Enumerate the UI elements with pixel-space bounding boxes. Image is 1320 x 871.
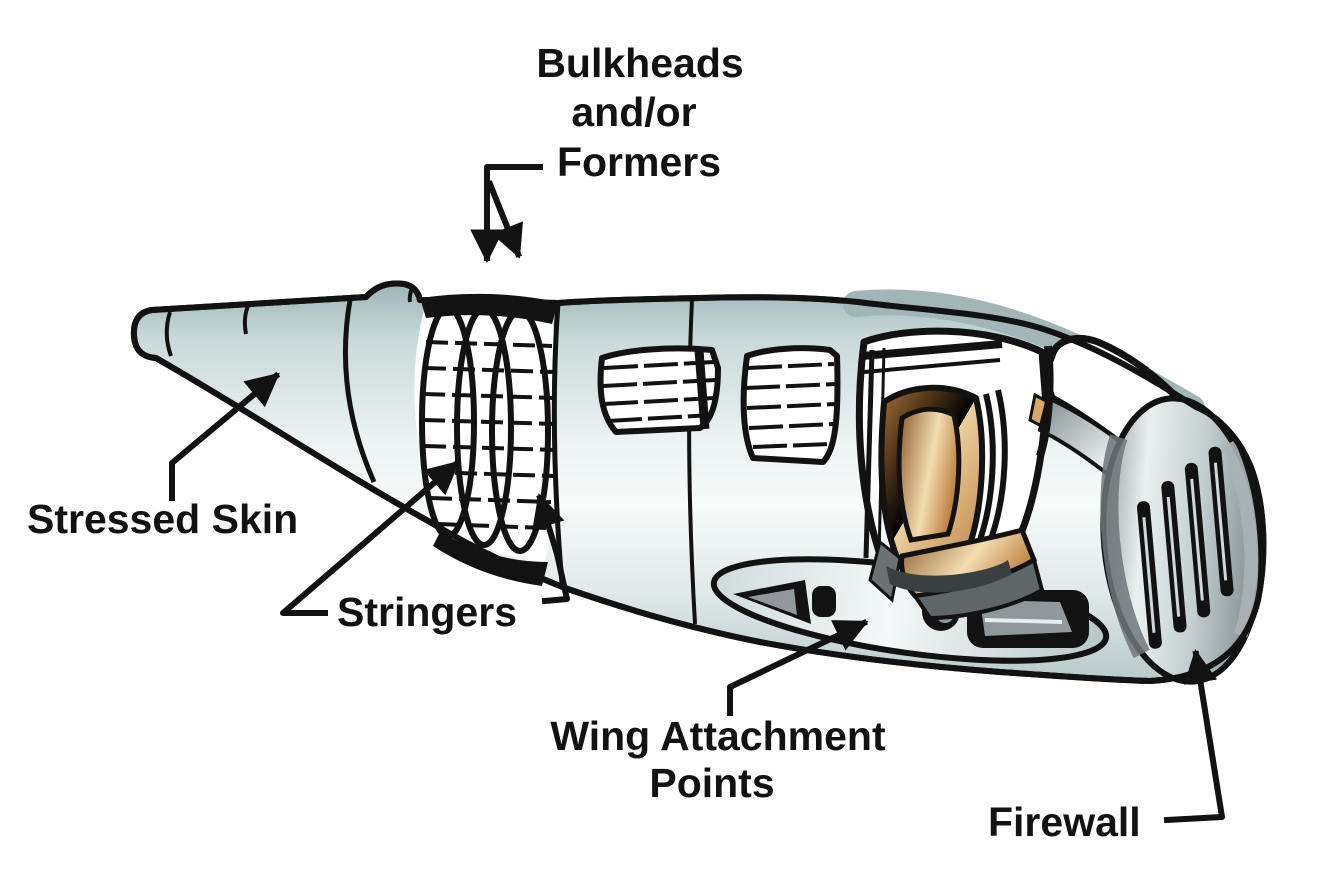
label-bulkheads-line1: Bulkheads [536, 40, 743, 86]
formers-arrow-left [470, 164, 543, 264]
cutaway-bottom-frame [433, 532, 548, 586]
fuselage-outline [130, 280, 1267, 684]
door-sill-shadow [886, 560, 1012, 593]
firewall-left-shade [1100, 434, 1150, 659]
stringer-window-b [740, 345, 841, 465]
formers-arrow-right [486, 180, 523, 259]
seat-bolster-2 [986, 389, 1008, 546]
wing-attach-slot-left-inner [748, 589, 797, 615]
label-stressed-skin: Stressed Skin [27, 496, 298, 542]
firewall-arrow [1163, 649, 1225, 824]
seat-bolster-1 [974, 393, 996, 550]
tail-bulkhead-seam [342, 299, 377, 484]
label-stringers: Stringers [337, 589, 517, 635]
stringers-arrow-right [532, 493, 570, 605]
label-wing-attachment-line1: Wing Attachment [550, 713, 886, 759]
floor-block [868, 539, 902, 603]
window-a-frame [694, 349, 710, 430]
bulkhead-cutaway [414, 293, 558, 586]
firewall-slots [1136, 446, 1234, 649]
mid-seam-2 [687, 299, 697, 625]
wing-attachment-arrow [727, 618, 869, 716]
tail-seam-1 [164, 311, 173, 357]
wing-attach-fitting-small [812, 586, 836, 617]
label-wing-attachment-line2: Points [649, 760, 774, 806]
windshield-pillar [1036, 345, 1054, 458]
stringers-arrow-left [280, 459, 461, 616]
mid-seam-1 [551, 302, 565, 585]
fuselage-body [130, 280, 1267, 685]
cabin-top-frame-bar [861, 340, 1003, 360]
pilot-seat [868, 384, 1045, 621]
stressed-skin-arrow [169, 371, 281, 501]
label-bulkheads-line3: Formers [557, 139, 721, 185]
label-firewall: Firewall [988, 799, 1141, 845]
tail-seam-2 [242, 305, 250, 335]
firewall-face [1100, 395, 1264, 685]
firewall-right-shade [1221, 440, 1259, 638]
label-bulkheads-line2: and/or [571, 89, 696, 135]
stringer-window-a [597, 345, 721, 435]
